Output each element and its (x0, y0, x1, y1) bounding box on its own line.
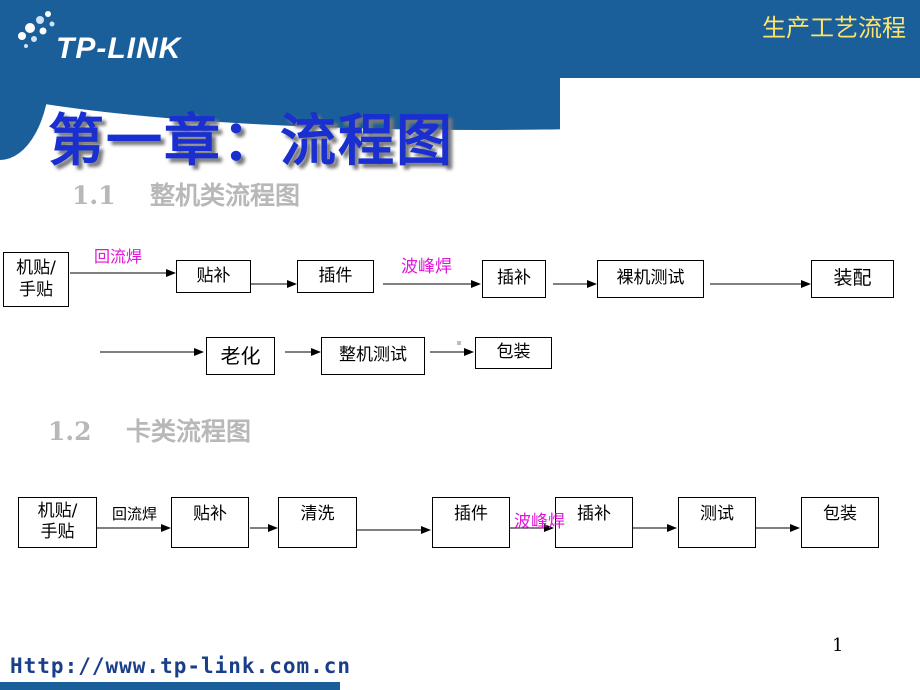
box-card-packing: 包装 (801, 497, 879, 548)
section-number: 1.1 (72, 181, 116, 210)
section-heading-2: 1.2 卡类流程图 (48, 412, 251, 448)
box-card-insertion: 插件 (432, 497, 510, 548)
label-card-reflow-soldering: 回流焊 (112, 505, 158, 523)
page-number: 1 (832, 635, 844, 656)
small-marker (457, 341, 461, 345)
header-title: 生产工艺流程 (762, 14, 906, 42)
section-number: 1.2 (48, 417, 92, 446)
box-assembly: 装配 (811, 260, 894, 298)
box-patch-repair: 贴补 (176, 260, 251, 293)
box-card-insertion-repair: 插补 (555, 497, 633, 548)
box-packing: 包装 (475, 337, 552, 369)
page-title: 第一章：流程图 (48, 108, 454, 174)
box-card-patch-repair: 贴补 (171, 497, 249, 548)
label-wave-soldering: 波峰焊 (401, 257, 452, 277)
footer-band (0, 682, 340, 690)
box-bare-board-test: 裸机测试 (597, 260, 704, 298)
label-reflow-soldering: 回流焊 (94, 247, 143, 266)
box-insertion-repair: 插补 (482, 260, 546, 298)
box-card-machine-hand-placement: 机贴/ 手贴 (18, 497, 97, 548)
section-title: 卡类流程图 (126, 417, 252, 446)
box-machine-hand-placement: 机贴/ 手贴 (3, 252, 69, 307)
box-card-cleaning: 清洗 (278, 497, 357, 548)
box-card-test: 测试 (678, 497, 756, 548)
logo-dots-icon (18, 11, 55, 48)
section-heading-1: 1.1 整机类流程图 (72, 176, 300, 212)
footer-url: Http://www.tp-link.com.cn (10, 654, 352, 678)
box-insertion: 插件 (297, 260, 374, 293)
box-full-machine-test: 整机测试 (321, 337, 425, 375)
section-title: 整机类流程图 (150, 181, 301, 210)
box-aging: 老化 (206, 337, 275, 375)
label-card-wave-soldering: 波峰焊 (514, 512, 565, 532)
brand-logo: TP-LINK (56, 32, 182, 65)
